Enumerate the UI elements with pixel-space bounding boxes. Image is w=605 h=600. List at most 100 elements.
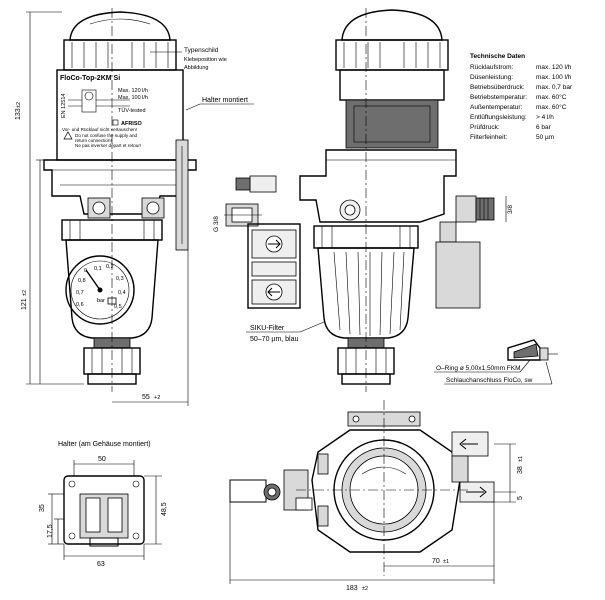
tech-row-3-value: max. 60°C (536, 93, 567, 101)
tech-row-4-value: max. 60°C (536, 103, 567, 111)
tech-row-1-value: max. 100 l/h (536, 74, 572, 81)
gauge-tick-7: 0,7 (76, 290, 84, 296)
bracket-title: Halter (am Gehäuse montiert) (58, 441, 151, 448)
side-motor-block (345, 99, 439, 149)
dim-height-total: 133 (15, 108, 22, 120)
tech-row-2-value: max. 0,7 bar (536, 84, 573, 91)
label-warning-4: Ne pas inverser départ et retour! (75, 143, 141, 148)
bracket-dim-height: 48,5 (161, 502, 168, 516)
gauge-tick-6: 0,6 (76, 302, 84, 308)
tech-row-5-name: Entlüftungsleistung: (470, 114, 527, 121)
tech-data-table: Technische Daten Rücklaufstrom: max. 120… (470, 53, 573, 141)
tech-row-6-name: Prüfdruck: (470, 124, 500, 131)
callout-bracket: Halter montiert (202, 97, 248, 104)
label-warning-3: return connection! (75, 138, 112, 143)
valve-handle (235, 175, 277, 193)
callout-typeplate-sub2: Abbildung (184, 65, 208, 71)
filter-ribs (333, 251, 405, 336)
front-cap-housing (63, 39, 177, 71)
top-dim-center-offset-tol: ±1 (443, 559, 449, 565)
tech-row-7-value: 50 µm (536, 134, 554, 141)
label-model-line2: Max. 100 l/h (118, 95, 148, 101)
hose-label: Schlauchanschluss FloCo, sw (446, 377, 533, 384)
top-dim-right-upper: 38 (517, 466, 524, 474)
top-dim-center-offset: 70 (432, 558, 440, 565)
label-warning-1: Vor- und Rücklauf nicht vertauschen! (62, 127, 137, 132)
dim-height-total-tol: ±2 (16, 102, 22, 108)
gauge-tick-5: 0,5 (114, 304, 122, 310)
top-dim-total-width: 183 (346, 585, 358, 592)
tech-row-3-name: Betriebstemperatur: (470, 94, 527, 101)
bracket-view: Halter (am Gehäuse montiert) 50 48,5 35 … (39, 441, 168, 568)
inlet-fitting (224, 203, 262, 227)
warning-icon (63, 131, 73, 140)
gauge-tick-4: 0,4 (118, 290, 126, 296)
label-tuv: TÜV-tested (118, 107, 146, 114)
top-side-fitting (451, 455, 469, 483)
side-dome-cap (341, 9, 443, 41)
front-port-left (87, 197, 111, 219)
tech-row-7-name: Filterfeinheit: (470, 134, 507, 141)
front-view: FloCo-Top-2KM Si Max. 120 l/h Max. 100 l… (15, 8, 254, 406)
top-body (311, 429, 461, 553)
dim-depth: 55 (142, 394, 150, 401)
dim-height-lower: 121 (21, 298, 28, 310)
tech-row-0-value: max. 120 l/h (536, 64, 572, 71)
tech-data-title: Technische Daten (470, 53, 525, 60)
gauge-tick-8: 0,8 (78, 278, 86, 284)
pressure-gauge: 0,1 0,2 0,3 0,4 0,5 0,6 0,7 0,8 0 bar (65, 255, 135, 325)
side-cap-housing (335, 39, 449, 71)
top-view: 38 ±1 5 70 ±1 183 ±2 (229, 400, 524, 592)
callout-typeplate-sub1: Klebeposition wie (184, 57, 227, 63)
outlet-fitting (455, 195, 495, 223)
top-outlet-right (459, 481, 495, 503)
label-side-code: EN 12514 (61, 94, 67, 118)
label-schematic (68, 89, 130, 113)
bracket-plate (63, 475, 145, 545)
tech-row-2-name: Betriebsüberdruck: (470, 84, 525, 91)
gauge-tick-2: 0,2 (106, 264, 114, 270)
top-dim-total-width-tol: ±2 (362, 586, 368, 592)
callout-typeplate: Typenschild (184, 47, 219, 54)
tech-row-1-name: Düsenleistung: (470, 74, 513, 81)
filter-callout-1: SIKU-Filter (250, 325, 285, 332)
gauge-tick-zero: 0 (84, 268, 87, 274)
hose-block (435, 241, 481, 309)
label-model-line1: Max. 120 l/h (118, 88, 148, 94)
bracket-dim-width-bottom: 63 (97, 561, 105, 568)
check-valve (339, 199, 361, 221)
gauge-tick-3: 0,3 (116, 276, 124, 282)
bracket-dim-left-lower: 17,5 (47, 524, 54, 538)
gauge-tick-1: 0,1 (94, 266, 102, 272)
thread-label: G 3/8 (213, 216, 220, 232)
bracket-dim-width-top: 50 (98, 456, 106, 463)
dim-height-lower-tol: ±2 (22, 290, 28, 296)
front-dome-cap (69, 11, 171, 41)
hose-tab (439, 221, 457, 243)
dim-depth-tol: +2 (154, 395, 160, 401)
tech-row-5-value: > 4 l/h (536, 114, 554, 121)
side-view: G 3/8 3/8 (213, 8, 558, 392)
dim-right-label: 3/8 (507, 205, 514, 214)
front-filter-cup (65, 239, 159, 339)
product-label: FloCo-Top-2KM Si (60, 75, 120, 82)
label-brand: AFRISO (121, 121, 143, 127)
tech-row-0-name: Rücklaufstrom: (470, 64, 514, 71)
label-warning-2: Do not confuse the supply and (75, 133, 138, 138)
top-inlet-right (451, 431, 489, 457)
tech-row-6-value: 6 bar (536, 124, 552, 131)
filter-callout-2: 50–70 µm, blau (250, 336, 299, 343)
oring-label: O–Ring ø 5,00x1,50mm FKM (436, 365, 521, 372)
gauge-unit: bar (97, 298, 105, 304)
side-filter-cup (317, 247, 415, 339)
top-dim-right-lower: 5 (517, 496, 524, 500)
front-port-right (141, 197, 165, 219)
top-dim-right-upper-tol: ±1 (518, 456, 524, 462)
valve-block (247, 223, 301, 309)
hose-connector-detail (507, 339, 558, 361)
side-manifold (299, 149, 457, 223)
bracket-dim-left-upper: 35 (39, 504, 46, 512)
tech-row-4-name: Außentemperatur: (470, 104, 523, 111)
front-manifold (43, 159, 197, 215)
